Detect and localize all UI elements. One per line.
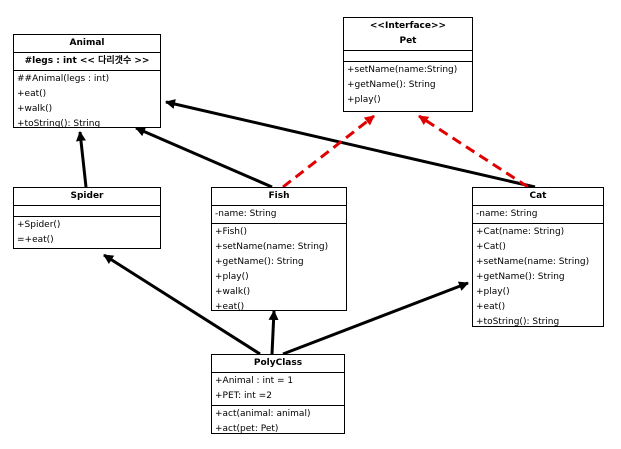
cat-operation: +setName(name: String) bbox=[476, 257, 590, 267]
fish-attribute: -name: String bbox=[215, 209, 277, 219]
animal-operation: +walk() bbox=[17, 104, 53, 114]
cat-operation: +Cat(name: String) bbox=[476, 227, 565, 237]
interface-pet-name: Pet bbox=[399, 36, 417, 46]
polyclass-operation: +act(pet: Pet) bbox=[215, 424, 279, 434]
pet-operation: +setName(name:String) bbox=[347, 65, 458, 75]
fish-operation: +play() bbox=[215, 272, 249, 282]
animal-operation: +eat() bbox=[17, 89, 47, 99]
class-animal-header: Animal bbox=[14, 35, 160, 52]
cat-operation: +getName(): String bbox=[476, 272, 565, 282]
class-cat: Cat -name: String +Cat(name: String) +Ca… bbox=[472, 187, 604, 327]
class-fish-header: Fish bbox=[212, 188, 346, 205]
interface-pet: <<Interface>> Pet +setName(name:String) … bbox=[343, 17, 473, 112]
cat-operation: +eat() bbox=[476, 302, 506, 312]
class-polyclass-attributes: +Animal : int = 1 +PET: int =2 bbox=[212, 372, 344, 405]
class-animal-name: Animal bbox=[69, 38, 105, 48]
pet-operation: +getName(): String bbox=[347, 80, 436, 90]
arrow-fish-to-animal bbox=[135, 126, 273, 189]
cat-operation: +play() bbox=[476, 287, 510, 297]
animal-operation: ##Animal(legs : int) bbox=[17, 74, 110, 84]
class-spider-name: Spider bbox=[70, 191, 104, 201]
polyclass-attribute: +Animal : int = 1 bbox=[215, 376, 294, 386]
fish-operation: +setName(name: String) bbox=[215, 242, 329, 252]
class-spider-attributes bbox=[14, 205, 160, 216]
interface-pet-header: <<Interface>> Pet bbox=[344, 18, 472, 50]
interface-pet-operations: +setName(name:String) +getName(): String… bbox=[344, 61, 472, 109]
arrow-polyclass-to-fish bbox=[268, 310, 279, 355]
class-polyclass-operations: +act(animal: animal) +act(pet: Pet) bbox=[212, 405, 344, 438]
class-fish-name: Fish bbox=[268, 191, 290, 201]
class-spider: Spider +Spider() =+eat() bbox=[13, 187, 161, 249]
arrow-cat-to-pet bbox=[418, 114, 529, 189]
fish-operation: +walk() bbox=[215, 287, 251, 297]
class-spider-header: Spider bbox=[14, 188, 160, 205]
fish-operation: +getName(): String bbox=[215, 257, 304, 267]
class-polyclass: PolyClass +Animal : int = 1 +PET: int =2… bbox=[211, 354, 345, 434]
class-fish-attributes: -name: String bbox=[212, 205, 346, 223]
cat-operation: +Cat() bbox=[476, 242, 506, 252]
polyclass-attribute: +PET: int =2 bbox=[215, 391, 272, 401]
class-cat-header: Cat bbox=[473, 188, 603, 205]
animal-attribute: #legs : int << 다리갯수 >> bbox=[24, 56, 150, 66]
class-animal: Animal #legs : int << 다리갯수 >> ##Animal(l… bbox=[13, 34, 161, 129]
fish-operation: +Fish() bbox=[215, 227, 247, 237]
cat-operation: +toString(): String bbox=[476, 317, 560, 327]
cat-attribute: -name: String bbox=[476, 209, 538, 219]
class-fish-operations: +Fish() +setName(name: String) +getName(… bbox=[212, 223, 346, 316]
polyclass-operation: +act(animal: animal) bbox=[215, 409, 311, 419]
class-animal-attributes: #legs : int << 다리갯수 >> bbox=[14, 52, 160, 70]
pet-operation: +play() bbox=[347, 95, 381, 105]
arrow-spider-to-animal bbox=[76, 131, 88, 188]
spider-operation: =+eat() bbox=[17, 235, 54, 245]
fish-operation: +eat() bbox=[215, 302, 245, 312]
class-spider-operations: +Spider() =+eat() bbox=[14, 216, 160, 249]
spider-operation: +Spider() bbox=[17, 220, 61, 230]
interface-stereotype: <<Interface>> bbox=[369, 21, 447, 31]
class-polyclass-header: PolyClass bbox=[212, 355, 344, 372]
class-fish: Fish -name: String +Fish() +setName(name… bbox=[211, 187, 347, 312]
arrow-polyclass-to-spider bbox=[103, 253, 261, 356]
arrow-polyclass-to-cat bbox=[282, 281, 469, 356]
class-cat-attributes: -name: String bbox=[473, 205, 603, 223]
animal-operation: +toString(): String bbox=[17, 119, 101, 129]
interface-pet-attributes bbox=[344, 50, 472, 61]
class-animal-operations: ##Animal(legs : int) +eat() +walk() +toS… bbox=[14, 70, 160, 133]
class-polyclass-name: PolyClass bbox=[253, 358, 303, 368]
arrow-cat-to-animal bbox=[165, 99, 536, 189]
arrow-fish-to-pet bbox=[282, 114, 375, 189]
class-cat-name: Cat bbox=[529, 191, 547, 201]
class-cat-operations: +Cat(name: String) +Cat() +setName(name:… bbox=[473, 223, 603, 331]
